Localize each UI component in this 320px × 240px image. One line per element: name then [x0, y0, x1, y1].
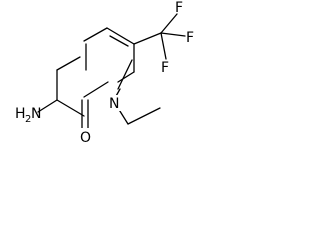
bond-c3-c4-double — [56, 56, 81, 71]
bond-c5-c6-double — [109, 35, 129, 47]
molecule-structure: H 2 N O N F F F — [15, 0, 194, 146]
fluorine-top-label: F — [175, 0, 183, 16]
bond-c-cf3 — [133, 32, 162, 45]
amino-h-label: H — [15, 106, 26, 122]
amino-subscript-label: 2 — [25, 114, 31, 125]
bond-ch2-ch3 — [127, 107, 161, 125]
amino-group-label: H 2 N — [15, 106, 41, 125]
bond-c6-n1-upper — [117, 71, 135, 83]
carbonyl-o-bg — [79, 128, 91, 144]
bond-c-nh2 — [37, 99, 58, 113]
pyridinone-ring — [56, 27, 135, 117]
bond-c5-top — [106, 27, 135, 45]
fluorine-bottom-label: F — [161, 60, 169, 76]
bond-c2-n1 — [56, 99, 85, 117]
bond-cf3-f-right — [160, 32, 186, 37]
bond-c4-c5 — [83, 27, 108, 42]
ring-n-label: N — [109, 96, 119, 112]
bond-c6-c5 — [117, 59, 133, 90]
bond-cf3-f-bottom — [160, 32, 167, 60]
ring-n-bg — [108, 95, 121, 111]
carbonyl-o-label: O — [80, 130, 91, 146]
fluorine-right-label: F — [186, 30, 194, 46]
amino-n-label: N — [31, 106, 41, 122]
bond-cf3-f-top — [160, 13, 178, 34]
bond-n1-c2 — [83, 81, 109, 98]
